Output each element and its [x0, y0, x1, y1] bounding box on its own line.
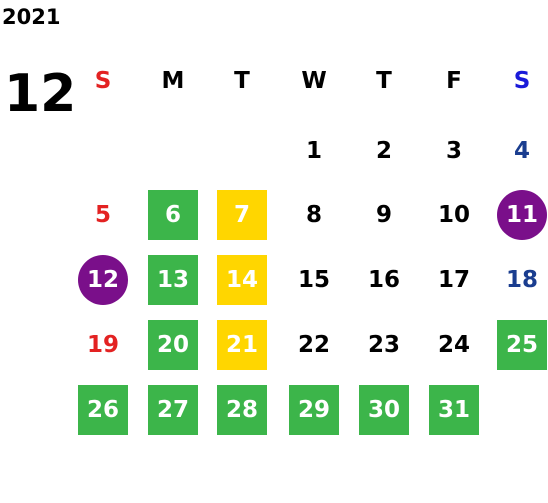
weekday-header: T	[234, 68, 250, 94]
calendar-day-22[interactable]: 22	[297, 332, 330, 358]
calendar-day-9[interactable]: 9	[375, 202, 392, 228]
calendar-day-11[interactable]: 11	[497, 190, 547, 240]
calendar-day-3[interactable]: 3	[445, 138, 462, 164]
calendar-day-24[interactable]: 24	[437, 332, 470, 358]
calendar-day-31[interactable]: 31	[429, 385, 479, 435]
calendar-day-25[interactable]: 25	[497, 320, 547, 370]
calendar-day-19[interactable]: 19	[86, 332, 119, 358]
calendar-day-5[interactable]: 5	[94, 202, 111, 228]
calendar-day-8[interactable]: 8	[305, 202, 322, 228]
calendar-day-15[interactable]: 15	[297, 267, 330, 293]
calendar-day-29[interactable]: 29	[289, 385, 339, 435]
calendar-day-28[interactable]: 28	[217, 385, 267, 435]
calendar-day-1[interactable]: 1	[305, 138, 322, 164]
calendar-day-6[interactable]: 6	[148, 190, 198, 240]
calendar-day-30[interactable]: 30	[359, 385, 409, 435]
weekday-header: S	[513, 68, 531, 94]
weekday-header: T	[376, 68, 392, 94]
calendar-day-2[interactable]: 2	[375, 138, 392, 164]
calendar-day-23[interactable]: 23	[367, 332, 400, 358]
calendar-day-14[interactable]: 14	[217, 255, 267, 305]
calendar-day-13[interactable]: 13	[148, 255, 198, 305]
calendar-day-7[interactable]: 7	[217, 190, 267, 240]
weekday-header: W	[301, 68, 327, 94]
calendar-day-16[interactable]: 16	[367, 267, 400, 293]
calendar-day-17[interactable]: 17	[437, 267, 470, 293]
calendar-day-4[interactable]: 4	[513, 138, 530, 164]
calendar-day-18[interactable]: 18	[505, 267, 538, 293]
calendar-year: 2021	[2, 5, 61, 29]
calendar-day-21[interactable]: 21	[217, 320, 267, 370]
calendar-day-12[interactable]: 12	[78, 255, 128, 305]
calendar-day-20[interactable]: 20	[148, 320, 198, 370]
weekday-header: M	[161, 68, 185, 94]
weekday-header: S	[94, 68, 112, 94]
calendar-day-10[interactable]: 10	[437, 202, 470, 228]
weekday-header: F	[446, 68, 462, 94]
calendar-day-27[interactable]: 27	[148, 385, 198, 435]
calendar-month-number: 12	[4, 64, 77, 124]
calendar-day-26[interactable]: 26	[78, 385, 128, 435]
